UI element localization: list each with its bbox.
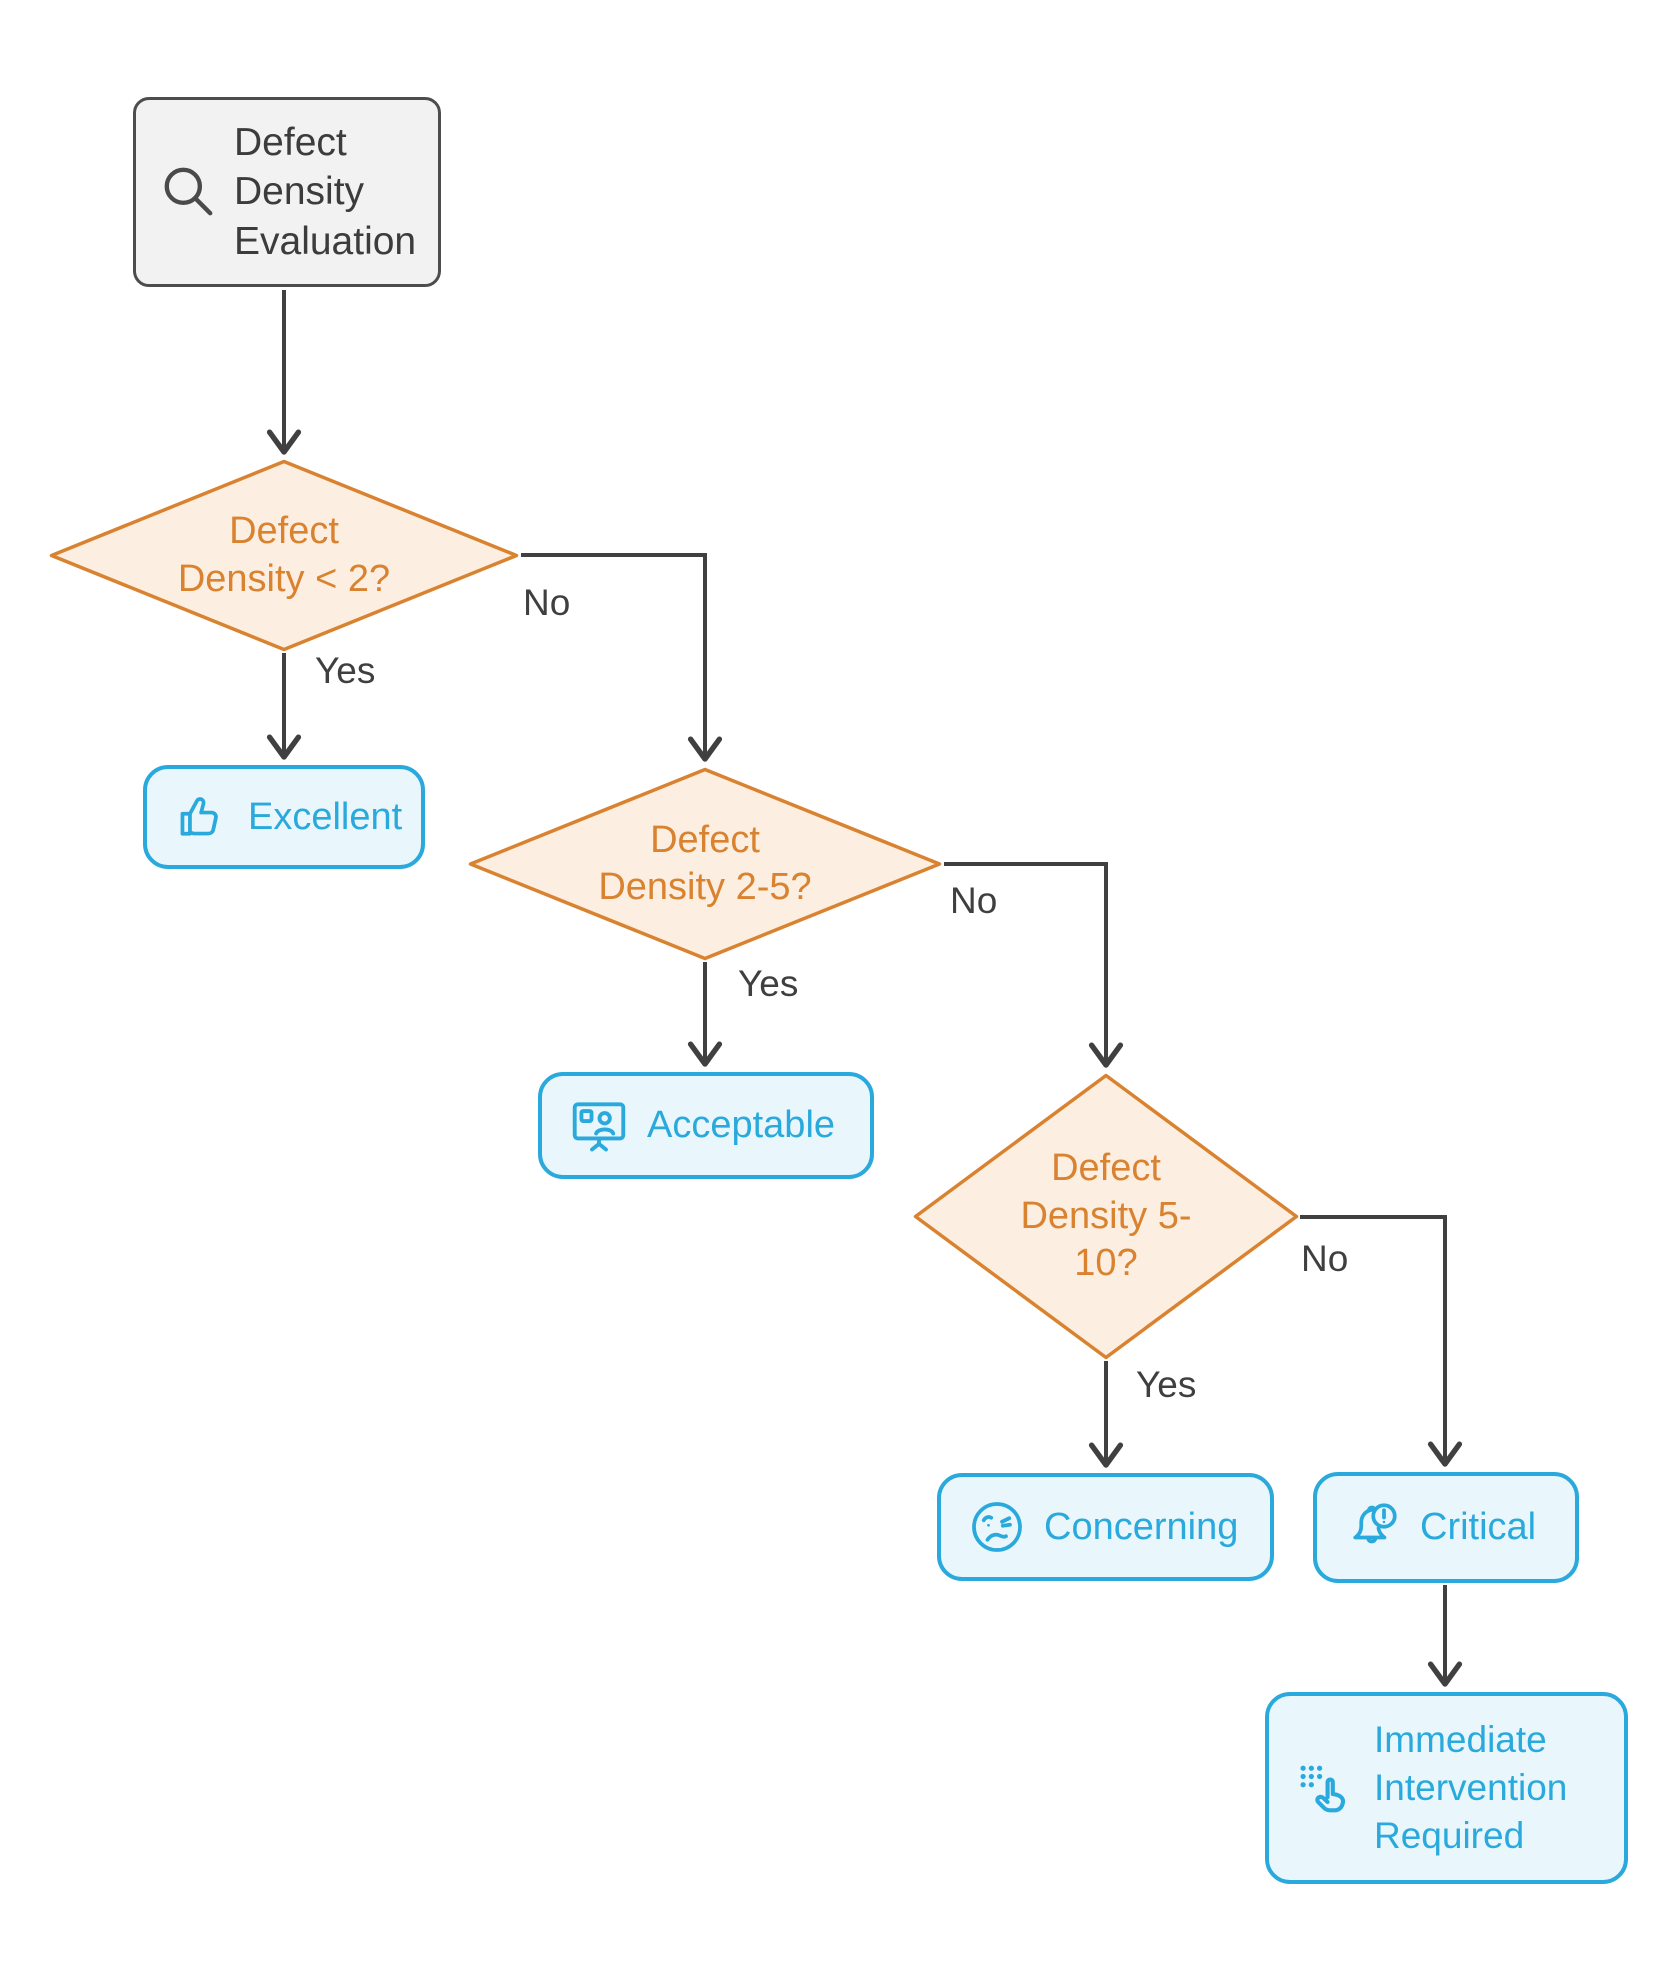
decision3-label: Defect Density 5-10? <box>1020 1147 1192 1285</box>
edge-decision3-critical <box>1300 1215 1463 1467</box>
diamond-shape <box>913 1073 1299 1360</box>
node-acceptable: Acceptable <box>538 1072 874 1179</box>
node-concerning: Concerning <box>937 1473 1274 1581</box>
node-decision-density-2-5: Defect Density 2-5? <box>468 767 942 961</box>
edge-label-yes: Yes <box>1136 1364 1197 1405</box>
worried-face-icon <box>972 1502 1022 1552</box>
edge-label-no: No <box>950 880 998 921</box>
acceptable-label: Acceptable <box>647 1104 836 1146</box>
excellent-label: Excellent <box>248 795 403 838</box>
immediate-label: Immediate Intervention Required <box>1374 1718 1568 1857</box>
node-excellent: Excellent <box>143 765 425 869</box>
presentation-screen-icon <box>572 1101 626 1151</box>
diamond-shape <box>468 767 942 961</box>
edge-label-yes: Yes <box>315 650 376 691</box>
edge-label-no: No <box>1301 1238 1349 1279</box>
edge-label-no: No <box>523 582 571 623</box>
edge-decision1-decision2 <box>521 553 723 762</box>
node-critical: Critical <box>1313 1472 1579 1583</box>
concerning-label: Concerning <box>1044 1505 1239 1548</box>
node-start: Defect Density Evaluation <box>133 97 441 287</box>
edge-label-yes: Yes <box>738 963 799 1004</box>
node-start-label: Defect Density Evaluation <box>234 121 417 263</box>
critical-label: Critical <box>1420 1506 1537 1548</box>
decision2-label: Defect Density 2-5? <box>598 818 812 909</box>
decision1-label: Defect Density < 2? <box>177 510 391 600</box>
alert-bell-icon <box>1353 1502 1397 1543</box>
node-decision-density-5-10: Defect Density 5-10? <box>913 1073 1299 1360</box>
keypad-tap-icon <box>1300 1765 1346 1813</box>
node-decision-density-lt-2: Defect Density < 2? <box>49 459 519 652</box>
thumbs-up-icon <box>180 797 218 836</box>
edge-decision2-decision3 <box>944 862 1124 1068</box>
magnifier-icon <box>164 167 213 216</box>
diamond-shape <box>49 459 519 652</box>
node-immediate-intervention: Immediate Intervention Required <box>1265 1692 1628 1884</box>
